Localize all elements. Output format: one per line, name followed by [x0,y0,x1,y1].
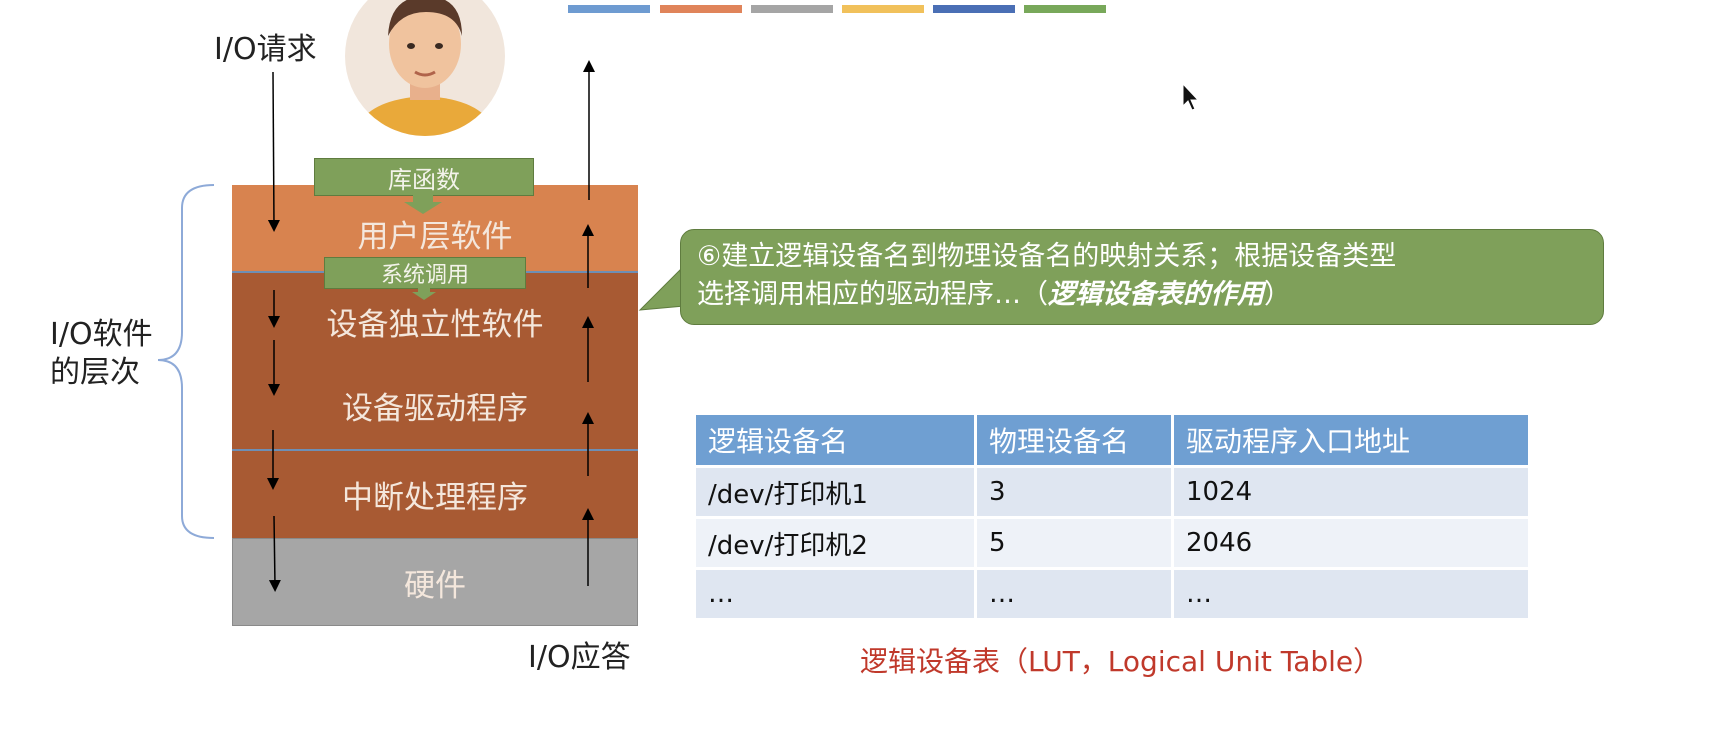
table-header-row: 逻辑设备名 物理设备名 驱动程序入口地址 [696,415,1531,465]
color-bar-segment [842,5,924,13]
layer-label: 中断处理程序 [342,480,528,516]
table-cell: 3 [977,468,1174,516]
table-cell: 2046 [1174,519,1531,567]
callout-text: 选择调用相应的驱动程序…（ [697,279,1048,310]
io-response-label: I/O应答 [528,640,631,675]
callout-pointer [638,268,685,311]
color-bar-segment [751,5,833,13]
layer-label: 设备驱动程序 [342,390,528,427]
table-cell: /dev/打印机2 [696,519,977,567]
table-cell: … [977,570,1174,618]
callout-bubble: ⑥建立逻辑设备名到物理设备名的映射关系；根据设备类型 选择调用相应的驱动程序…（… [680,229,1604,325]
callout-line: 选择调用相应的驱动程序…（逻辑设备表的作用） [697,276,1587,314]
library-function-text: 库函数 [388,165,460,194]
table-cell: 1024 [1174,468,1531,516]
layer-label: 设备独立性软件 [326,306,544,343]
table-cell: … [1174,570,1531,618]
color-bar-segment [1024,5,1106,13]
system-call-text: 系统调用 [380,263,469,288]
table-row: /dev/打印机1 3 1024 [696,468,1531,516]
hierarchy-label: I/O软件 的层次 [50,316,153,392]
hierarchy-brace [157,184,215,539]
hierarchy-label-line: 的层次 [50,355,140,390]
table-cell: … [696,570,977,618]
table-header-cell: 驱动程序入口地址 [1174,415,1531,465]
layer-device-driver: 设备驱动程序 [232,361,638,449]
layer-label: 硬件 [404,567,466,604]
callout-line: ⑥建立逻辑设备名到物理设备名的映射关系；根据设备类型 [697,241,1397,272]
table-header-cell: 物理设备名 [977,415,1174,465]
layer-hardware: 硬件 [232,538,638,626]
table-row: … … … [696,570,1531,618]
layer-divider [232,449,638,451]
logical-unit-table: 逻辑设备名 物理设备名 驱动程序入口地址 /dev/打印机1 3 1024 /d… [696,412,1531,621]
library-down-arrow [404,194,442,214]
layer-label: 用户层软件 [357,219,513,255]
request-arrow [267,71,280,232]
color-bar-segment [660,5,742,13]
table-header-cell: 逻辑设备名 [696,415,977,465]
color-bar-segment [568,5,650,13]
layer-user-software: 用户层软件 [232,185,638,272]
callout-text: ） [1264,279,1291,310]
hierarchy-label-line: I/O软件 [50,317,153,352]
table-caption: 逻辑设备表（LUT，Logical Unit Table） [860,645,1382,678]
mouse-cursor-icon [1182,82,1200,111]
color-bar-segment [933,5,1015,13]
user-avatar [345,0,505,136]
io-request-label: I/O请求 [214,32,317,67]
request-arrow [268,515,281,592]
callout-emphasis: 逻辑设备表的作用 [1048,279,1264,310]
table-cell: /dev/打印机1 [696,468,977,516]
layer-interrupt-handler: 中断处理程序 [232,451,638,538]
table-row: /dev/打印机2 5 2046 [696,519,1531,567]
table-cell: 5 [977,519,1174,567]
syscall-down-arrow [412,287,436,300]
